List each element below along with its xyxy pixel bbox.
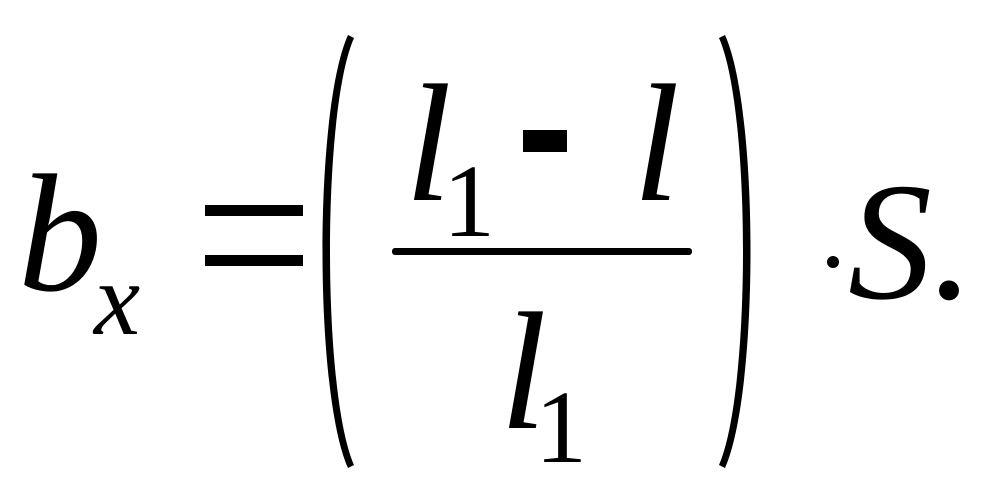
equals-sign: [205, 205, 303, 266]
numerator-variable-l-2: l: [633, 51, 680, 237]
minus-sign: [523, 130, 567, 152]
denominator-variable-l: l: [500, 279, 547, 465]
variable-b: b: [18, 141, 102, 327]
multiplication-dot: [827, 256, 839, 268]
numerator-variable-l: l: [405, 51, 452, 237]
numerator-subscript-1: 1: [443, 144, 495, 259]
variable-s: S: [848, 149, 932, 335]
denominator-subscript-1: 1: [535, 370, 587, 485]
left-parenthesis: [322, 35, 354, 468]
fraction-bar: [392, 248, 692, 255]
right-parenthesis: [719, 35, 751, 468]
subscript-x: x: [94, 242, 141, 357]
period: .: [928, 149, 970, 335]
